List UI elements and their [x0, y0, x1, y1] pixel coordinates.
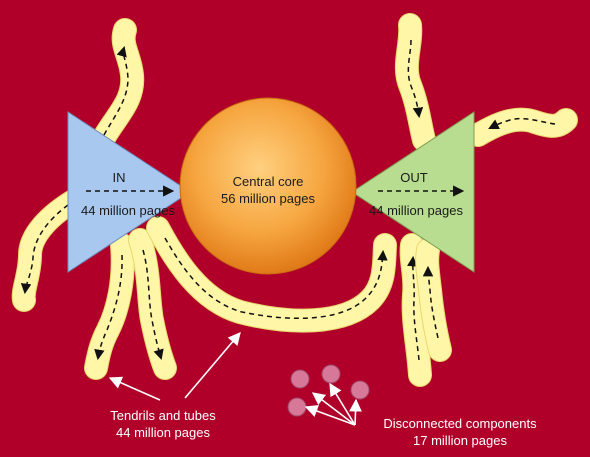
pointer-tendril-left	[108, 376, 161, 401]
pointer-disc-3	[329, 382, 356, 426]
out-size: 44 million pages	[369, 203, 463, 218]
pointer-disc-2	[311, 392, 356, 426]
tendril-right-flow	[488, 117, 556, 129]
out-title: OUT	[400, 170, 428, 185]
disconnected-component	[350, 380, 370, 400]
central-core	[179, 97, 357, 275]
tendril-lower-right-1-flow	[407, 255, 420, 361]
disconnected-size: 17 million pages	[413, 433, 507, 448]
tendril-top-left	[87, 19, 144, 161]
pointer-tendril-tube	[184, 332, 241, 399]
disconnected-component	[321, 364, 341, 384]
pointer-arrows	[108, 332, 362, 426]
disconnected-title: Disconnected components	[383, 416, 537, 431]
tendril-top-right-flow	[407, 39, 424, 119]
tendril-left-flow	[20, 204, 69, 295]
tendril-lower-right-2-flow	[422, 265, 439, 339]
pointer-disc-1	[304, 404, 356, 426]
core-size: 56 million pages	[221, 191, 315, 206]
tube-bottom-flow	[164, 237, 388, 320]
tendril-lower-left-2-flow	[142, 249, 164, 361]
in-component	[67, 111, 191, 273]
tendrils-size: 44 million pages	[116, 425, 210, 440]
core-title: Central core	[233, 174, 304, 189]
disconnected-component	[290, 369, 310, 389]
out-component	[351, 111, 475, 273]
tendrils-group	[11, 13, 578, 387]
disconnected-components-group	[287, 364, 370, 417]
in-size: 44 million pages	[81, 203, 175, 218]
tendrils-title: Tendrils and tubes	[110, 408, 216, 423]
in-title: IN	[113, 170, 126, 185]
disconnected-component	[287, 397, 307, 417]
pointer-disc-4	[349, 398, 362, 426]
tube-bottom	[147, 217, 396, 332]
tendril-top-left-flow	[103, 45, 129, 136]
tendril-lower-left-1-flow	[94, 254, 123, 361]
